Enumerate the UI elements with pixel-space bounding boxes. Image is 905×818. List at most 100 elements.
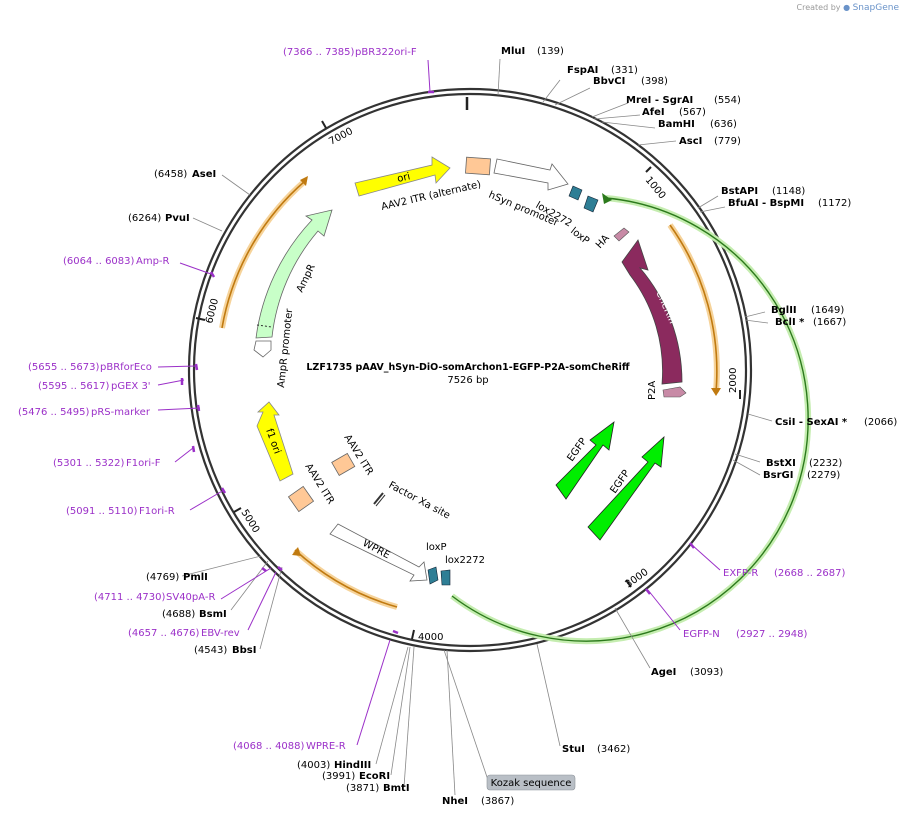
enzyme-bsrgi[interactable]: BsrGI(2279) — [763, 470, 840, 481]
primer-labels: (7366 .. 7385)pBR322ori-F EXFP-R(2668 ..… — [18, 47, 846, 752]
credit-prefix: Created by — [796, 3, 841, 12]
svg-text:WPRE-R: WPRE-R — [306, 741, 346, 752]
kozak-text: Kozak sequence — [491, 778, 572, 789]
feature-factor-xa-site: Factor Xa site — [373, 480, 452, 522]
svg-text:(2927 .. 2948): (2927 .. 2948) — [736, 629, 808, 640]
svg-text:(4657 .. 4676): (4657 .. 4676) — [128, 628, 200, 639]
enzyme-bbsi[interactable]: (4543)BbsI — [194, 645, 256, 656]
svg-text:(1667): (1667) — [813, 317, 846, 328]
tick-4000 — [411, 629, 415, 640]
primer-wpre-r[interactable]: (4068 .. 4088)WPRE-R — [233, 741, 346, 752]
svg-text:(636): (636) — [710, 119, 737, 130]
svg-text:(398): (398) — [641, 76, 668, 87]
primer-prs-marker[interactable]: (5476 .. 5495)pRS-marker — [18, 407, 151, 418]
enzyme-agei[interactable]: AgeI (3093) — [651, 667, 723, 678]
enzyme-bsmi[interactable]: (4688)BsmI — [162, 609, 227, 620]
feature-p2a: P2A — [647, 381, 687, 400]
enzyme-mlui[interactable]: MluI(139) — [501, 46, 564, 57]
enzyme-mrei-sgrai[interactable]: MreI - SgrAI(554) — [626, 95, 741, 106]
tick-3000 — [625, 579, 632, 588]
svg-text:AscI: AscI — [679, 136, 702, 147]
svg-text:(331): (331) — [611, 65, 638, 76]
plasmid-title-block: LZF1735 pAAV_hSyn-DiO-somArchon1-EGFP-P2… — [306, 362, 630, 386]
p2a-label: P2A — [647, 381, 658, 400]
kozak-label[interactable]: Kozak sequence — [486, 774, 576, 791]
tick-5000 — [233, 507, 242, 513]
snapgene-credit: Created by ● SnapGene — [797, 3, 900, 13]
primer-pbr322ori-f[interactable]: (7366 .. 7385)pBR322ori-F — [283, 47, 417, 58]
svg-text:BstXI: BstXI — [766, 458, 796, 469]
feature-egfp-2: EGFP — [587, 436, 665, 541]
svg-text:pGEX 3': pGEX 3' — [111, 381, 151, 392]
svg-text:(5091 .. 5110): (5091 .. 5110) — [66, 506, 138, 517]
loxp-top-label: loxP — [568, 226, 591, 247]
primer-sv40pa-r[interactable]: (4711 .. 4730)SV40pA-R — [94, 592, 215, 603]
feature-ha: HA — [594, 227, 630, 251]
svg-text:(139): (139) — [537, 46, 564, 57]
feature-ori: ori — [354, 156, 451, 197]
svg-text:BamHI: BamHI — [658, 119, 695, 130]
ha-label: HA — [594, 233, 612, 251]
enzyme-hindiii[interactable]: (4003)HindIII — [297, 760, 371, 771]
enzyme-nhei[interactable]: NheI(3867) — [442, 796, 514, 807]
enzyme-ecori[interactable]: (3991)EcoRI — [322, 771, 390, 782]
tick-label-7000: 7000 — [327, 126, 355, 148]
svg-text:StuI: StuI — [562, 744, 585, 755]
svg-text:(6064 .. 6083): (6064 .. 6083) — [63, 256, 135, 267]
primer-f1ori-f[interactable]: (5301 .. 5322)F1ori-F — [53, 458, 161, 469]
svg-text:(3093): (3093) — [690, 667, 723, 678]
svg-text:AgeI: AgeI — [651, 667, 676, 678]
enzyme-bfuai-bspmi[interactable]: BfuAI - BspMI(1172) — [728, 198, 851, 209]
primer-ebv-rev[interactable]: (4657 .. 4676)EBV-rev — [128, 628, 240, 639]
enzyme-csii-sexai[interactable]: CsiI - SexAI *(2066) — [775, 417, 897, 428]
svg-text:EGFP-N: EGFP-N — [683, 629, 720, 640]
enzyme-stui[interactable]: StuI(3462) — [562, 744, 630, 755]
orf-arrows — [219, 176, 721, 610]
primer-f1ori-r[interactable]: (5091 .. 5110)F1ori-R — [66, 506, 175, 517]
enzyme-bstxi[interactable]: BstXI (2232) — [766, 458, 842, 469]
enzyme-bcli[interactable]: BclI *(1667) — [775, 317, 846, 328]
enzyme-leaders — [181, 58, 773, 796]
primer-pbrforeco[interactable]: (5655 .. 5673)pBRforEco — [28, 362, 152, 373]
enzyme-asei[interactable]: (6458)AseI — [154, 169, 216, 180]
svg-text:(7366 .. 7385): (7366 .. 7385) — [283, 47, 355, 58]
enzyme-asci[interactable]: AscI(779) — [679, 136, 741, 147]
svg-text:EXFP-R: EXFP-R — [723, 568, 758, 579]
svg-text:(2066): (2066) — [864, 417, 897, 428]
enzyme-bstapi[interactable]: BstAPI(1148) — [721, 186, 805, 197]
enzyme-bamhi[interactable]: BamHI (636) — [658, 119, 737, 130]
svg-text:BglII: BglII — [771, 305, 797, 316]
primer-amp-r[interactable]: (6064 .. 6083)Amp-R — [63, 256, 170, 267]
svg-text:(2279): (2279) — [807, 470, 840, 481]
svg-text:SV40pA-R: SV40pA-R — [166, 592, 215, 603]
svg-text:(1148): (1148) — [772, 186, 805, 197]
svg-text:(554): (554) — [714, 95, 741, 106]
backbone — [187, 87, 753, 653]
tick-label-4000: 4000 — [418, 632, 443, 643]
svg-text:BbvCI: BbvCI — [593, 76, 625, 87]
primer-exfp-r[interactable]: EXFP-R(2668 .. 2687) — [723, 568, 846, 579]
enzyme-pvui[interactable]: (6264)PvuI — [128, 213, 190, 224]
primer-egfp-n[interactable]: EGFP-N (2927 .. 2948) — [683, 629, 808, 640]
enzyme-pmli[interactable]: (4769)PmlI — [146, 572, 208, 583]
svg-text:(6264): (6264) — [128, 213, 161, 224]
enzyme-bmti[interactable]: (3871)BmtI — [346, 783, 410, 794]
svg-text:BbsI: BbsI — [232, 645, 256, 656]
tick-label-2000: 2000 — [728, 368, 739, 393]
factor-xa-label: Factor Xa site — [387, 480, 452, 522]
enzyme-bbvci[interactable]: BbvCI (398) — [593, 76, 668, 87]
enzyme-fspai[interactable]: FspAI(331) — [567, 65, 638, 76]
feature-cheriff: CheRiff — [621, 239, 683, 385]
svg-text:BmtI: BmtI — [383, 783, 410, 794]
svg-text:PmlI: PmlI — [183, 572, 208, 583]
svg-text:pBRforEco: pBRforEco — [100, 362, 152, 373]
feature-f1-ori: f1 ori — [256, 401, 294, 482]
enzyme-afei[interactable]: AfeI(567) — [642, 107, 706, 118]
primer-pgex-3[interactable]: (5595 .. 5617)pGEX 3' — [38, 381, 151, 392]
svg-text:(4711 .. 4730): (4711 .. 4730) — [94, 592, 166, 603]
enzyme-bglii[interactable]: BglII(1649) — [771, 305, 844, 316]
svg-text:(2232): (2232) — [809, 458, 842, 469]
feature-egfp-1: EGFP — [555, 421, 615, 500]
svg-text:(6458): (6458) — [154, 169, 187, 180]
feature-lox2272-top: lox2272 — [534, 185, 583, 230]
